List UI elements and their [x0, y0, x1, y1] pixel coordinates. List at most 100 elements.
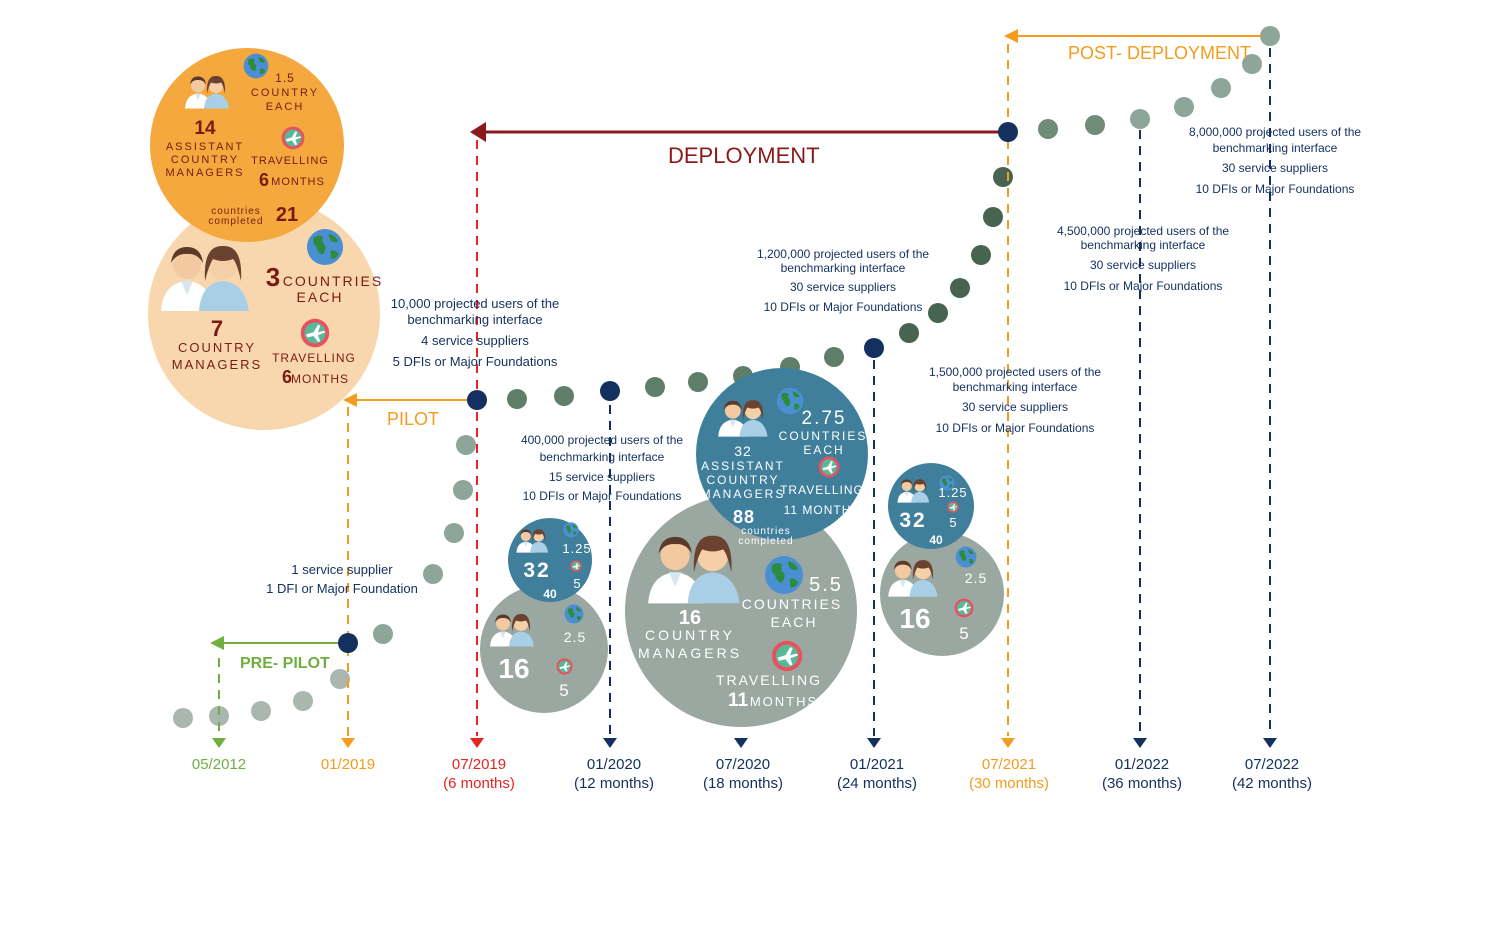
- countries-each-value: 1.5: [275, 71, 295, 85]
- arrowhead: [1133, 738, 1147, 748]
- trajectory-dot: [899, 323, 919, 343]
- arrowhead: [867, 738, 881, 748]
- annotation-line: 1,200,000 projected users of the: [757, 247, 929, 261]
- airplane-icon: [300, 318, 330, 348]
- annotation-line: 10,000 projected users of the: [391, 296, 559, 311]
- travelling-value: 5: [949, 515, 956, 530]
- axis-sub: (42 months): [1232, 775, 1312, 792]
- milestone-dot: [864, 338, 884, 358]
- travelling-label: TRAVELLING: [251, 155, 329, 167]
- completed-label: completed: [738, 536, 793, 547]
- trajectory-dot: [330, 669, 350, 689]
- countries-each-value: 1.25: [562, 541, 591, 556]
- pilot-managers-text: 7 COUNTRY MANAGERS 3 COUNTRIES EACH TRAV…: [172, 262, 381, 387]
- annotation-line: 30 service suppliers: [1090, 258, 1196, 272]
- trajectory-dot: [688, 372, 708, 392]
- airplane-icon: [281, 126, 305, 150]
- trajectory-dot: [209, 706, 229, 726]
- arrowhead: [1001, 738, 1015, 748]
- trajectory-dot: [251, 701, 271, 721]
- travelling-label: 11 MONTHS: [784, 503, 861, 517]
- trajectory-dot: [173, 708, 193, 728]
- annotation-line: 10 DFIs or Major Foundations: [1196, 182, 1355, 196]
- travelling-label: TRAVELLING: [272, 351, 356, 365]
- phase-arrowhead: [343, 393, 357, 407]
- annotation-line: benchmarking interface: [1081, 238, 1206, 252]
- managers-count: 7: [211, 316, 223, 341]
- countries-each-value: 1.25: [938, 485, 967, 500]
- completed-value: 40: [543, 587, 557, 601]
- phase-pre-pilot: PRE- PILOT: [210, 636, 346, 672]
- airplane-icon: [818, 456, 840, 478]
- axis-date: 01/2020: [587, 756, 641, 773]
- phase-label-pre-pilot: PRE- PILOT: [240, 655, 330, 672]
- annotation-line: benchmarking interface: [540, 450, 665, 464]
- annotation-line: benchmarking interface: [1213, 141, 1338, 155]
- axis-date: 07/2022: [1245, 756, 1299, 773]
- travelling-value: 6: [259, 170, 269, 190]
- small-right-text: 32 1.25 5 40: [899, 485, 967, 547]
- phase-label-pilot: PILOT: [387, 409, 439, 429]
- arrowhead: [1263, 738, 1277, 748]
- annotation-line: 1,500,000 projected users of the: [929, 365, 1101, 379]
- arrowhead: [734, 738, 748, 748]
- managers-count: 16: [899, 603, 930, 634]
- annotation-line: 1 DFI or Major Foundation: [266, 581, 418, 596]
- trajectory-dot: [507, 389, 527, 409]
- trajectory-dot: [444, 523, 464, 543]
- assistant-label: ASSISTANT: [701, 459, 785, 473]
- countries-each-value: 3: [266, 262, 280, 292]
- managers-label: COUNTRY: [645, 627, 735, 643]
- globe-icon: [564, 604, 584, 624]
- phase-arrowhead: [210, 636, 224, 650]
- assistant-count: 32: [899, 509, 926, 532]
- annotation-line: 4 service suppliers: [421, 333, 529, 348]
- trajectory-dot: [293, 691, 313, 711]
- annotation-07-2022: 8,000,000 projected users of the benchma…: [1189, 125, 1361, 196]
- countries-each-label: EACH: [297, 289, 344, 305]
- phase-label-post-deployment: POST- DEPLOYMENT: [1068, 43, 1251, 63]
- annotation-line: 30 service suppliers: [962, 400, 1068, 414]
- annotation-line: 4,500,000 projected users of the: [1057, 224, 1229, 238]
- airplane-icon: [954, 598, 974, 618]
- airplane-icon: [947, 501, 959, 513]
- annotation-line: 10 DFIs or Major Foundations: [523, 489, 682, 503]
- trajectory-dot: [373, 624, 393, 644]
- trajectory-dot: [645, 377, 665, 397]
- assistant-count: 32: [734, 443, 752, 459]
- trajectory-dot: [423, 564, 443, 584]
- small-bubbles-right: 32 1.25 5 40 16 2.5 5: [880, 463, 1004, 656]
- globe-icon: [765, 556, 803, 594]
- trajectory-dot: [554, 386, 574, 406]
- countries-each-label: EACH: [771, 614, 818, 630]
- assistant-label: COUNTRY: [706, 473, 779, 487]
- trajectory-dot: [824, 347, 844, 367]
- assistant-label: COUNTRY: [171, 154, 239, 166]
- annotation-line: 10 DFIs or Major Foundations: [936, 421, 1095, 435]
- small-bubbles-left: 32 1.25 5 40 16 2.5 5: [480, 518, 608, 713]
- arrowhead: [212, 738, 226, 748]
- annotation-line: 10 DFIs or Major Foundations: [1064, 279, 1223, 293]
- axis-sub: (12 months): [574, 775, 654, 792]
- annotation-01-2019: 1 service supplier 1 DFI or Major Founda…: [266, 562, 418, 596]
- globe-icon: [243, 53, 269, 79]
- annotation-07-2021: 1,500,000 projected users of the benchma…: [929, 365, 1101, 435]
- annotation-line: 8,000,000 projected users of the: [1189, 125, 1361, 139]
- countries-each-value: 5.5: [809, 574, 843, 596]
- axis-date: 07/2020: [716, 756, 770, 773]
- travelling-label: MONTHS: [291, 372, 349, 386]
- countries-each-label: EACH: [803, 443, 844, 457]
- annotation-line: 15 service suppliers: [549, 470, 655, 484]
- trajectory-dot: [971, 245, 991, 265]
- countries-each-label: COUNTRIES: [779, 429, 868, 443]
- managers-label: MANAGERS: [172, 357, 262, 372]
- axis-date: 07/2021: [982, 756, 1036, 773]
- travelling-label: TRAVELLING: [780, 483, 864, 497]
- managers-label: COUNTRY: [178, 340, 256, 355]
- trajectory-dot: [983, 207, 1003, 227]
- airplane-icon: [556, 658, 573, 675]
- countries-each-label: COUNTRIES: [742, 596, 842, 612]
- small-right-bottom-text: 16 2.5 5: [899, 570, 986, 643]
- axis-sub: (24 months): [837, 775, 917, 792]
- assistant-count: 32: [523, 559, 550, 582]
